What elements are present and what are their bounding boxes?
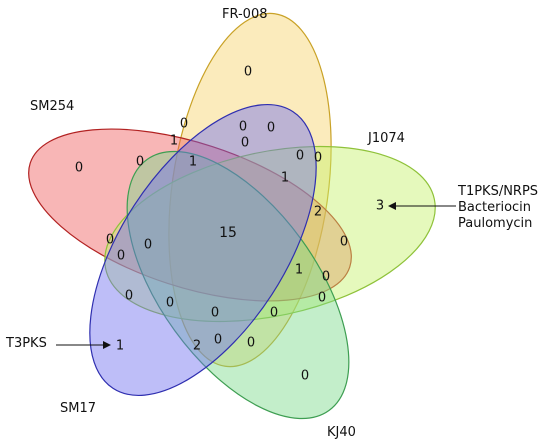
count-region: 0 bbox=[144, 238, 152, 253]
count-fr008-only: 0 bbox=[244, 65, 252, 80]
count-region: 0 bbox=[340, 235, 348, 250]
label-fr008: FR-008 bbox=[222, 7, 268, 22]
ellipse-j1074 bbox=[104, 145, 436, 323]
count-region: 1 bbox=[170, 134, 178, 149]
count-region: 1 bbox=[295, 263, 303, 278]
count-region: 0 bbox=[211, 306, 219, 321]
count-region: 0 bbox=[296, 149, 304, 164]
count-region: 2 bbox=[193, 339, 201, 354]
count-sm254-only: 0 bbox=[75, 161, 83, 176]
count-region: 0 bbox=[318, 291, 326, 306]
count-region: 0 bbox=[117, 249, 125, 264]
count-j1074-only: 3 bbox=[376, 199, 384, 214]
count-kj40-only: 0 bbox=[301, 369, 309, 384]
region-counts: 0 0 3 0 1 15 0 1 0 0 0 0 1 1 0 2 0 0 0 0… bbox=[75, 65, 384, 384]
count-region: 0 bbox=[166, 296, 174, 311]
label-sm254: SM254 bbox=[30, 99, 74, 114]
count-region: 0 bbox=[136, 155, 144, 170]
annotation-line: Bacteriocin bbox=[458, 200, 531, 215]
count-region: 2 bbox=[314, 205, 322, 220]
count-region: 0 bbox=[125, 289, 133, 304]
count-region: 0 bbox=[322, 270, 330, 285]
ellipse-sm17 bbox=[89, 103, 317, 397]
annotation-left: T3PKS bbox=[5, 336, 111, 351]
annotation-right: T1PKS/NRPS Bacteriocin Paulomycin bbox=[388, 184, 538, 231]
set-ellipses bbox=[28, 12, 436, 420]
annotation-t3pks: T3PKS bbox=[5, 336, 47, 351]
count-region: 0 bbox=[180, 117, 188, 132]
count-region: 0 bbox=[270, 306, 278, 321]
ellipse-fr008 bbox=[168, 12, 332, 368]
count-region: 0 bbox=[106, 233, 114, 248]
count-region: 1 bbox=[189, 155, 197, 170]
count-sm17-only: 1 bbox=[116, 339, 124, 354]
count-region: 0 bbox=[239, 120, 247, 135]
annotation-line: T1PKS/NRPS bbox=[457, 184, 538, 199]
count-region: 0 bbox=[314, 151, 322, 166]
count-region: 0 bbox=[247, 336, 255, 351]
annotation-line: Paulomycin bbox=[458, 216, 532, 231]
label-j1074: J1074 bbox=[367, 131, 405, 146]
label-sm17: SM17 bbox=[60, 401, 96, 416]
count-region: 0 bbox=[267, 121, 275, 136]
label-kj40: KJ40 bbox=[327, 425, 356, 440]
count-all: 15 bbox=[219, 225, 237, 241]
count-region: 0 bbox=[241, 136, 249, 151]
ellipse-sm254 bbox=[28, 128, 352, 302]
count-region: 1 bbox=[281, 171, 289, 186]
count-region: 0 bbox=[214, 333, 222, 348]
set-labels: FR-008 SM254 J1074 KJ40 SM17 bbox=[30, 7, 405, 440]
